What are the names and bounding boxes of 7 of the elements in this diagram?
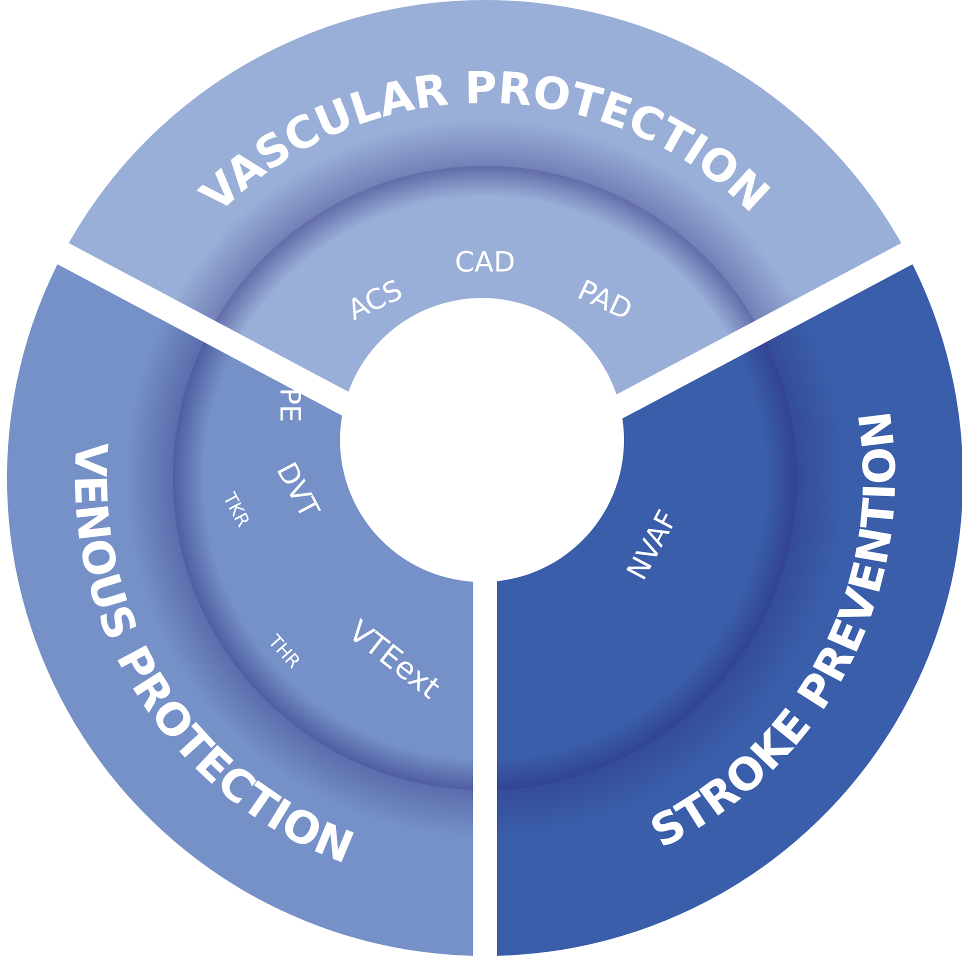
condition-label: CAD xyxy=(454,246,516,278)
condition-label: PAD xyxy=(572,273,638,327)
condition-label: TKR xyxy=(218,489,254,531)
condition-label: DVT xyxy=(270,456,326,524)
condition-label: ACS xyxy=(342,273,408,327)
condition-label: PE xyxy=(274,388,306,422)
condition-label: NVAF xyxy=(620,504,684,586)
